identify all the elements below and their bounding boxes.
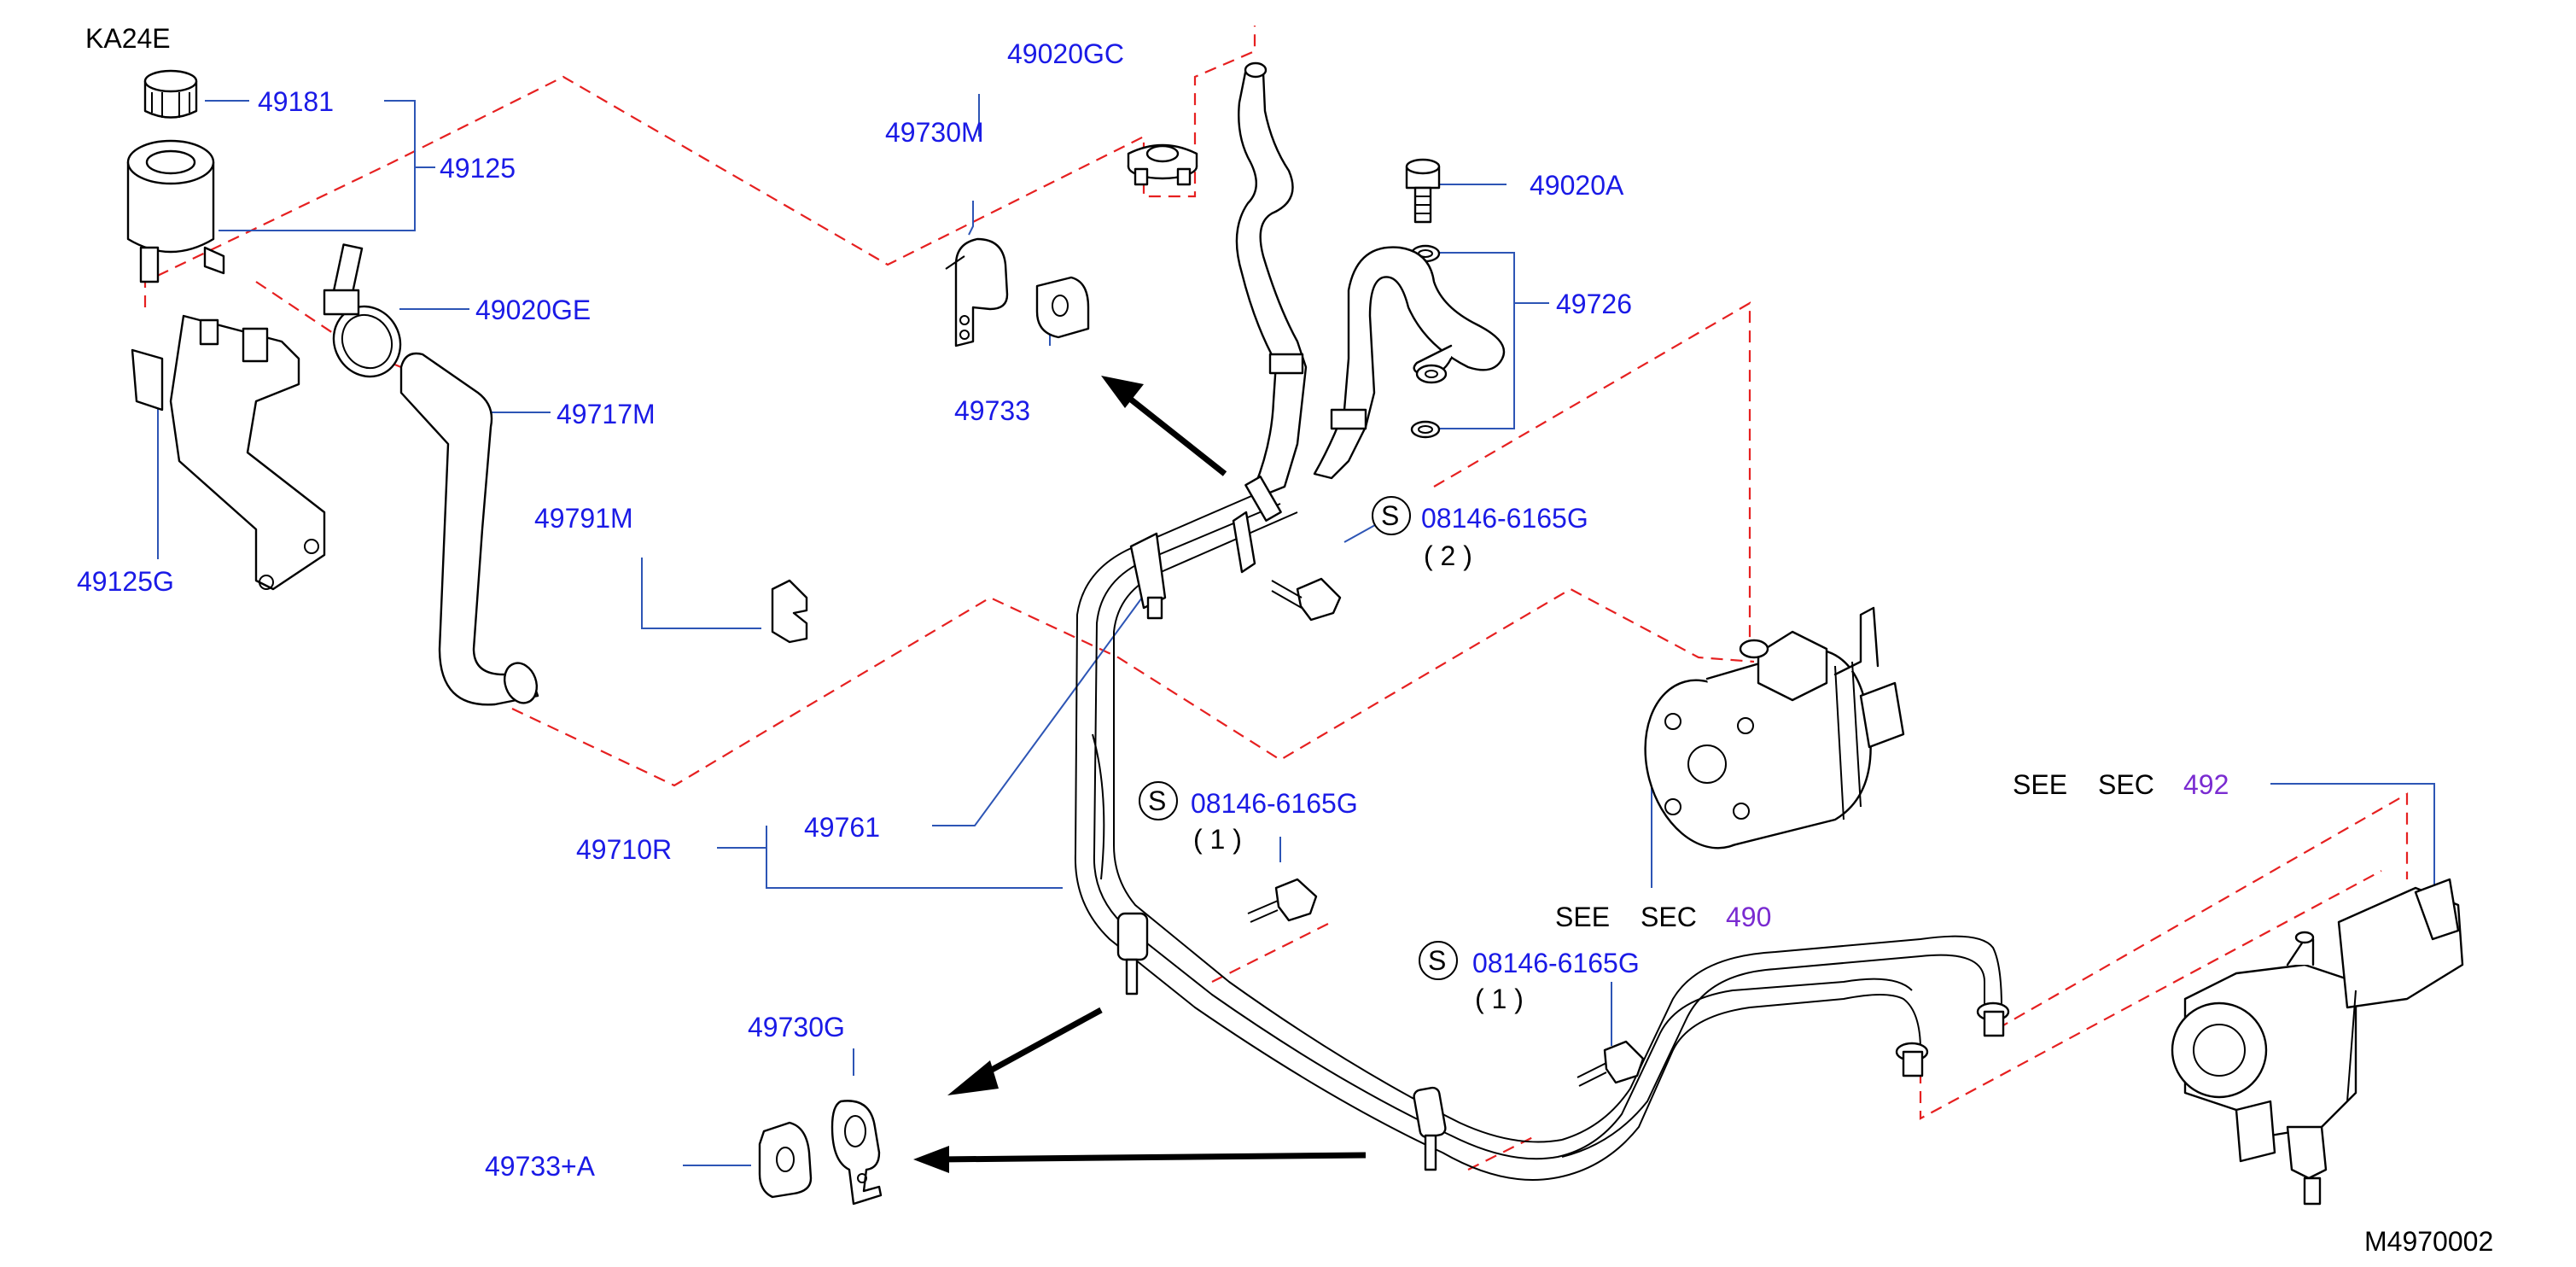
bolt-middle-icon	[1247, 878, 1318, 923]
steering-gear-box-icon	[2171, 878, 2464, 1206]
drawing-number: M4970002	[2364, 1226, 2493, 1257]
part-label-49020GC[interactable]: 49020GC	[1007, 38, 1124, 69]
part-label-49726[interactable]: 49726	[1556, 289, 1632, 319]
bolt-symbol-upper-letter: S	[1381, 500, 1399, 531]
reference-see-490: SEE	[1555, 902, 1610, 932]
lower-grommet-icon	[758, 1121, 813, 1199]
part-label-49020GE[interactable]: 49020GE	[475, 295, 591, 325]
hose-clip-icon	[771, 579, 808, 644]
part-label-49710R[interactable]: 49710R	[576, 834, 672, 865]
leader-lines	[157, 94, 2435, 1166]
line-clamp-icon	[945, 237, 1009, 347]
reservoir-tank-icon	[126, 139, 225, 283]
bolt-upper-icon	[1271, 577, 1342, 622]
bolt-qty-lower: ( 1 )	[1475, 984, 1524, 1014]
reference-see-492: SEE	[2013, 769, 2067, 800]
engine-label: KA24E	[85, 23, 171, 54]
reference-sec-492: SEC	[2098, 769, 2154, 800]
part-label-49020A[interactable]: 49020A	[1530, 170, 1624, 201]
pressure-hose-icon	[1313, 246, 1506, 480]
part-label-49717M[interactable]: 49717M	[557, 399, 656, 429]
direction-arrows	[913, 376, 1367, 1173]
bolt-qty-upper: ( 2 )	[1424, 540, 1472, 571]
part-label-49761[interactable]: 49761	[804, 812, 880, 843]
reference-link-490[interactable]: 490	[1726, 902, 1771, 932]
grommet-icon	[1035, 276, 1090, 339]
bolt-symbol-lower-letter: S	[1428, 945, 1446, 976]
reservoir-cap-icon	[143, 69, 198, 119]
part-label-49733[interactable]: 49733	[954, 395, 1030, 426]
reference-sec-490: SEC	[1641, 902, 1697, 932]
bolt-lower-icon	[1576, 1040, 1645, 1087]
clip-bolt-icon	[1127, 143, 1198, 186]
bolt-symbol-middle	[1139, 781, 1178, 820]
part-label-49730G[interactable]: 49730G	[748, 1012, 845, 1042]
reservoir-bracket-icon	[131, 314, 326, 591]
bolt-symbol-upper	[1372, 496, 1411, 535]
bolt-qty-middle: ( 1 )	[1193, 824, 1242, 855]
power-steering-pump-icon	[1644, 606, 1905, 850]
reference-link-492[interactable]: 492	[2183, 769, 2229, 800]
suction-hose-icon	[399, 352, 539, 706]
part-label-49181[interactable]: 49181	[258, 86, 334, 117]
bolt-label-upper[interactable]: 08146-6165G	[1421, 503, 1588, 534]
part-label-49791M[interactable]: 49791M	[534, 503, 633, 534]
hose-clamp-icon	[323, 243, 402, 378]
part-label-49730M[interactable]: 49730M	[885, 117, 984, 148]
bolt-symbol-lower	[1419, 941, 1458, 980]
return-hose-icon	[1235, 61, 1308, 497]
bolt-label-middle[interactable]: 08146-6165G	[1191, 788, 1358, 819]
part-label-49125G[interactable]: 49125G	[77, 566, 174, 597]
part-label-49733A[interactable]: 49733+A	[485, 1151, 596, 1182]
lower-line-clamp-icon	[830, 1100, 883, 1206]
part-label-49125[interactable]: 49125	[440, 153, 516, 184]
banjo-bolt-icon	[1405, 158, 1441, 224]
bolt-label-lower[interactable]: 08146-6165G	[1472, 948, 1640, 978]
steel-tube-lines-icon	[1074, 476, 2010, 1181]
bolt-symbol-middle-letter: S	[1148, 785, 1166, 816]
